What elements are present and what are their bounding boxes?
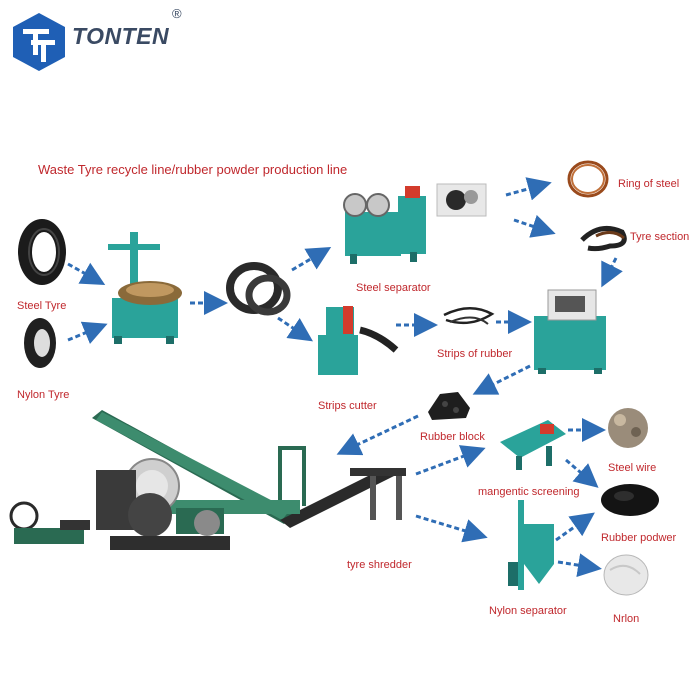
arrow-nylon-tyre-to-cutter <box>67 321 108 344</box>
arrow-rubber-block-to-shredder <box>336 414 419 456</box>
magnetic-screening-machine-image <box>500 420 566 470</box>
arrow-screening-to-rubber-powder <box>565 458 599 488</box>
registered-mark: ® <box>172 6 182 21</box>
ring-cutter-machine-image <box>108 232 182 344</box>
label-mangentic-screening: mangentic screening <box>478 486 580 498</box>
steel-tyre-image <box>18 219 66 285</box>
arrow-shredder-to-screening <box>415 445 486 476</box>
rubber-block-image <box>428 392 470 420</box>
brand-name: TONTEN <box>72 23 170 49</box>
label-strips-of-rubber: Strips of rubber <box>437 348 513 360</box>
label-ring-of-steel: Ring of steel <box>618 178 680 190</box>
arrow-rings-to-separator <box>291 246 332 272</box>
label-rubber-block: Rubber block <box>420 431 485 443</box>
nylon-tyre-image <box>24 318 56 368</box>
arrow-shredder-to-nylon-separator <box>415 514 488 543</box>
arrow-separator-to-nylon <box>557 553 602 578</box>
tyre-shredder-line-image <box>9 410 406 550</box>
arrow-separator-to-rubber-powder <box>555 512 595 542</box>
tyre-section-image <box>580 225 627 252</box>
label-nylon-tyre: Nylon Tyre <box>17 389 70 401</box>
arrow-steel-tyre-to-cutter <box>67 262 106 285</box>
label-steel-separator: Steel separator <box>356 282 431 294</box>
nylon-image <box>603 554 649 596</box>
block-cutter-machine-image <box>534 289 606 374</box>
arrow-block-cutter-to-rubber-block <box>472 364 531 395</box>
rubber-powder-image <box>601 484 659 516</box>
arrow-tyre-section-to-block-cutter <box>601 257 623 288</box>
tyre-rings-image <box>226 262 291 316</box>
separator-detail-photo <box>436 183 487 217</box>
label-steel-wire: Steel wire <box>608 462 657 474</box>
label-nrlon: Nrlon <box>613 613 640 625</box>
arrow-to-ring-of-steel <box>505 177 552 201</box>
ring-of-steel-image <box>567 160 609 198</box>
label-tyre-shredder: tyre shredder <box>347 559 412 571</box>
label-rubber-podwer: Rubber podwer <box>601 532 677 544</box>
label-tyre-section: Tyre section <box>630 231 690 243</box>
diagram-title: Waste Tyre recycle line/rubber powder pr… <box>38 162 348 177</box>
label-nylon-separator: Nylon separator <box>489 605 567 617</box>
label-steel-tyre: Steel Tyre <box>17 300 67 312</box>
arrow-rings-to-strips-cutter <box>277 316 313 342</box>
label-strips-cutter: Strips cutter <box>318 400 377 412</box>
strips-of-rubber-image <box>443 307 495 325</box>
tonten-logo-icon <box>13 13 65 71</box>
nylon-separator-machine-image <box>508 500 554 590</box>
strips-cutter-machine-image <box>318 306 399 375</box>
steel-wire-image <box>608 408 648 448</box>
steel-separator-machine-image <box>343 186 426 264</box>
arrow-to-tyre-section <box>513 214 556 238</box>
flow-arrows <box>67 177 623 578</box>
